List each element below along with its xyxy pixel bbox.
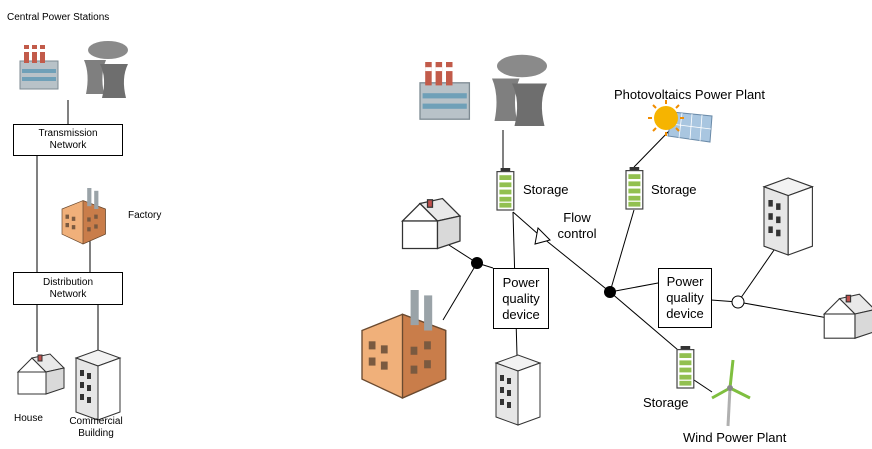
storage-label: Storage [643,395,689,410]
factory-label: Factory [128,210,162,221]
power-quality-device-box: Power quality device [493,268,549,329]
central-power-stations-label: Central Power Stations [7,12,110,23]
power-quality-device-box: Power quality device [658,268,712,328]
photovoltaics-plant-label: Photovoltaics Power Plant [614,87,766,102]
storage-label: Storage [523,182,569,197]
commercial-building-icon [75,349,121,421]
transmission-network-box: Transmission Network [13,124,123,156]
wind-turbine-icon [711,359,751,427]
junction-node-open [731,295,745,309]
house-icon [823,293,872,339]
flow-control-arrow [534,226,551,245]
battery-icon [676,345,695,389]
left-connections [36,100,99,352]
battery-icon [496,167,515,211]
commercial-building-label: Commercial Building [69,416,123,439]
junction-node [471,257,483,269]
storage-label: Storage [651,182,697,197]
battery-icon [625,166,644,210]
commercial-building-icon [763,177,813,256]
central-factory-icon [419,61,471,120]
central-factory-icon [19,44,59,90]
house-icon [17,353,65,395]
house-label: House [14,413,43,424]
distribution-network-box: Distribution Network [13,272,123,305]
house-icon [401,197,461,250]
factory-icon [361,289,447,399]
junction-node [604,286,616,298]
flow-control-label: Flow control [557,210,597,241]
wind-power-plant-label: Wind Power Plant [683,430,787,445]
factory-icon [61,187,106,245]
solar-panel-icon [648,100,713,143]
cooling-tower-icon [84,41,128,98]
commercial-building-icon [495,354,541,426]
cooling-tower-icon [492,54,547,126]
